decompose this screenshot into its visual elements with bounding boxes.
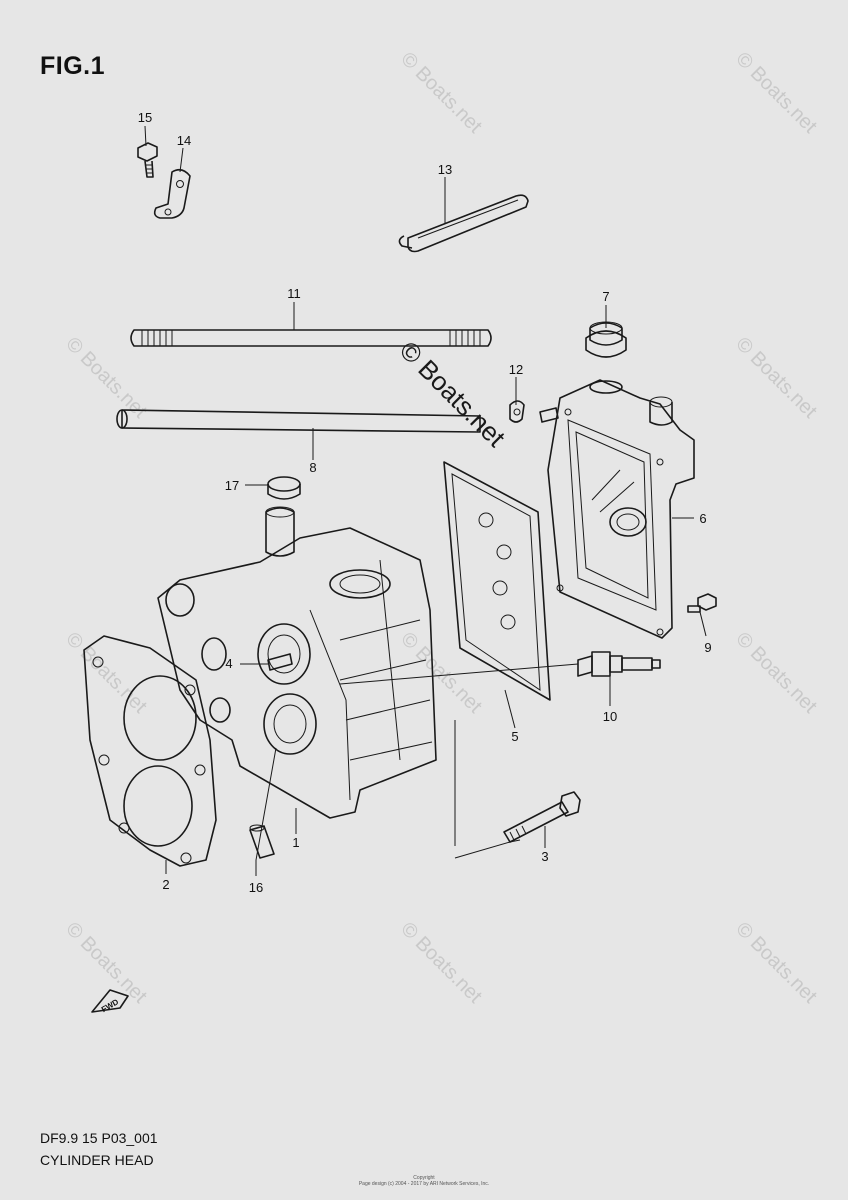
part-12-clip[interactable] (509, 400, 525, 423)
callout-5: 5 (511, 729, 518, 744)
watermark-text: © Boats.net (731, 333, 821, 423)
part-13-strap[interactable] (398, 194, 529, 253)
callout-12: 12 (509, 362, 523, 377)
watermark-text: © Boats.net (731, 628, 821, 718)
leader-lines (144, 125, 707, 876)
callout-17: 17 (225, 478, 239, 493)
callout-11: 11 (287, 286, 301, 301)
callout-9: 9 (704, 640, 711, 655)
part-10-spark-plug[interactable] (577, 651, 661, 677)
callout-15: 15 (138, 110, 152, 125)
part-8-tube[interactable] (116, 409, 481, 433)
callout-16: 16 (249, 880, 263, 895)
copyright-notice: Copyright Page design (c) 2004 - 2017 by… (0, 1175, 848, 1187)
watermark-text: © Boats.net (61, 628, 151, 718)
part-6-head-cover[interactable] (539, 379, 695, 639)
copyright-line-2: Page design (c) 2004 - 2017 by ARI Netwo… (358, 1181, 490, 1187)
callout-14: 14 (177, 133, 191, 148)
callout-4: 4 (225, 656, 232, 671)
section-name: CYLINDER HEAD (40, 1152, 154, 1168)
part-16-dowel-pin[interactable] (249, 824, 275, 859)
part-2-head-gasket[interactable] (83, 635, 217, 867)
part-1-cylinder-head[interactable] (157, 506, 437, 819)
callout-7: 7 (602, 289, 609, 304)
fwd-arrow-icon: FWD (91, 989, 129, 1014)
callout-3: 3 (541, 849, 548, 864)
callout-2: 2 (162, 877, 169, 892)
part-11-rod[interactable] (130, 329, 492, 347)
figure-title: FIG.1 (40, 52, 106, 80)
part-15-bolt[interactable] (137, 142, 158, 178)
callout-13: 13 (438, 162, 452, 177)
part-14-bracket[interactable] (153, 168, 191, 219)
part-5-gasket[interactable] (443, 461, 551, 701)
callout-labels: 15 14 13 11 7 12 8 17 6 9 4 10 5 1 3 2 1… (138, 110, 712, 895)
watermark-text: © Boats.net (731, 918, 821, 1008)
watermark-text: © Boats.net (396, 918, 486, 1008)
copyright-line-1: Copyright (413, 1175, 435, 1181)
callout-8: 8 (309, 460, 316, 475)
watermark-text: © Boats.net (396, 48, 486, 138)
model-code: DF9.9 15 P03_001 (40, 1130, 158, 1146)
part-9-bolt[interactable] (687, 593, 717, 613)
part-17-plug[interactable] (267, 476, 301, 500)
callout-1: 1 (292, 835, 299, 850)
callout-10: 10 (603, 709, 617, 724)
callout-6: 6 (699, 511, 706, 526)
watermark-main: © Boats.net (394, 335, 512, 453)
watermark-text: © Boats.net (731, 48, 821, 138)
part-3-long-bolt[interactable] (503, 791, 581, 843)
